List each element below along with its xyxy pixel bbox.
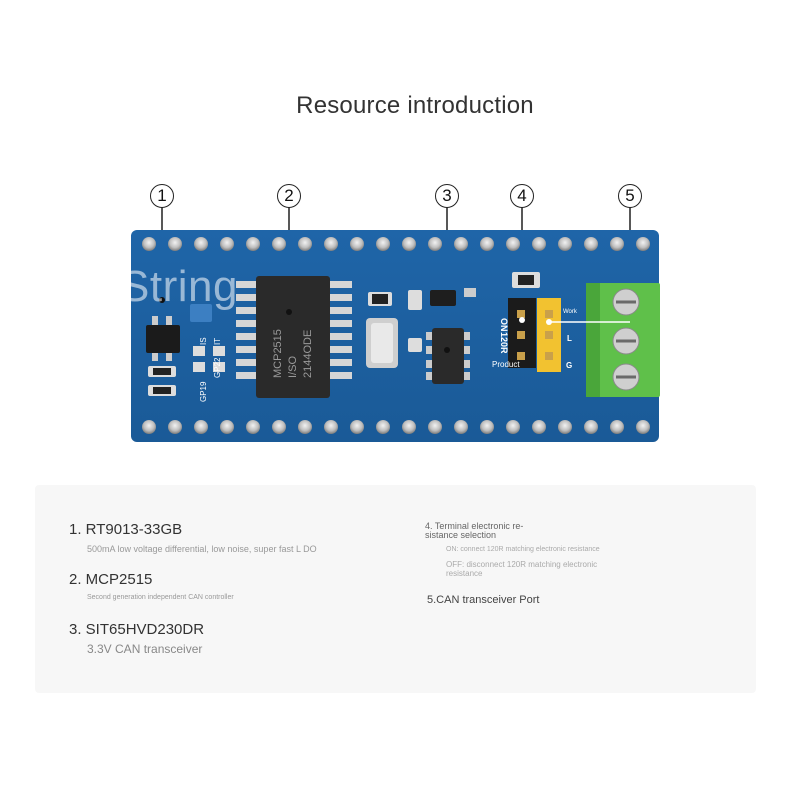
terminal-on-text: ON: connect 120R matching electronic res…	[446, 546, 600, 553]
svg-text:I/SO: I/SO	[287, 356, 299, 378]
svg-text:120R: 120R	[499, 332, 509, 354]
svg-text:G: G	[566, 361, 572, 370]
svg-text:ON: ON	[499, 318, 509, 332]
can-port-label: 5.CAN transceiver Port	[427, 594, 540, 606]
jumper-header	[508, 298, 561, 372]
svg-text:L: L	[567, 334, 572, 343]
terminal-off-line2: resistance	[446, 569, 483, 578]
terminal-block	[586, 283, 660, 397]
item-1-desc: 500mA low voltage differential, low nois…	[87, 544, 317, 554]
svg-text:Product: Product	[492, 360, 520, 369]
callout-5: 5	[618, 184, 642, 208]
svg-text:IT: IT	[213, 338, 222, 345]
svg-text:GP22: GP22	[213, 357, 222, 378]
item-1-title: 1. RT9013-33GB	[69, 521, 183, 538]
description-panel	[35, 485, 756, 693]
terminal-title-line1: 4. Terminal electronic re-	[425, 521, 524, 531]
svg-text:2144ODE: 2144ODE	[302, 330, 314, 378]
callout-4: 4	[510, 184, 534, 208]
callout-2: 2	[277, 184, 301, 208]
callout-3: 3	[435, 184, 459, 208]
terminal-title-line2: sistance selection	[425, 530, 497, 540]
callout-1: 1	[150, 184, 174, 208]
page-title: Resource introduction	[296, 92, 534, 119]
transceiver-chip	[426, 328, 470, 384]
can-board-image: MCP2515 I/SO 2144ODE IT IS GP22 GP19 ON …	[131, 207, 660, 442]
bottom-pin-row	[142, 420, 650, 434]
svg-text:MCP2515: MCP2515	[272, 329, 284, 378]
mcp2515-chip: MCP2515 I/SO 2144ODE	[236, 276, 352, 398]
svg-text:GP19: GP19	[199, 381, 208, 402]
svg-text:Work: Work	[563, 309, 578, 315]
item-3-desc: 3.3V CAN transceiver	[87, 642, 203, 656]
item-2-title: 2. MCP2515	[69, 571, 153, 588]
item-2-desc: Second generation independent CAN contro…	[87, 594, 234, 601]
terminal-off-line1: OFF: disconnect 120R matching electronic	[446, 560, 598, 569]
watermark-text: String	[120, 262, 238, 311]
item-3-title: 3. SIT65HVD230DR	[69, 621, 205, 638]
top-pin-row	[142, 237, 650, 251]
svg-text:IS: IS	[199, 337, 208, 345]
